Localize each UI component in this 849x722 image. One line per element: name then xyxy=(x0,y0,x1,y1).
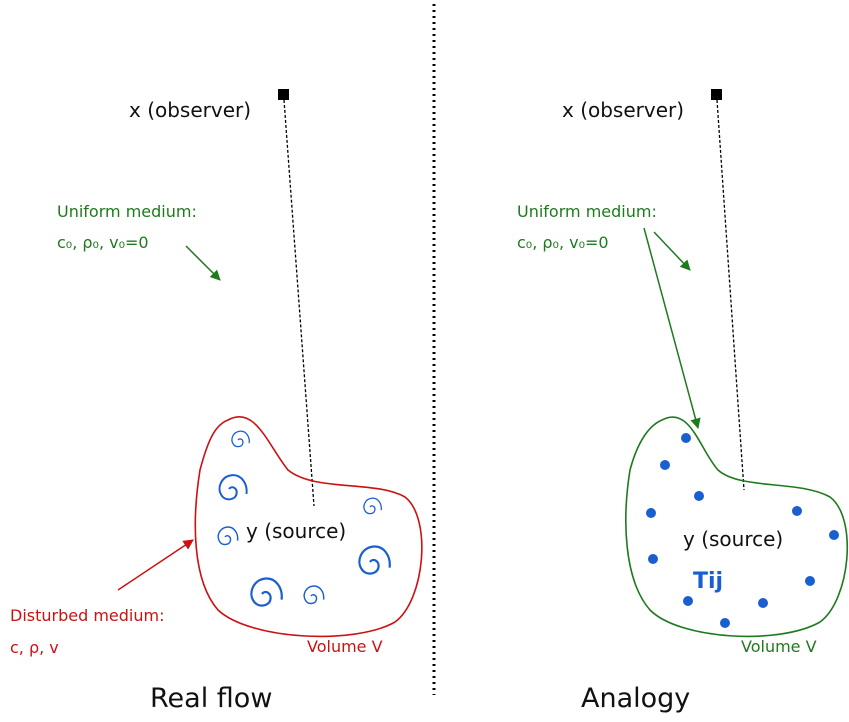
source-label: y (source) xyxy=(246,519,346,543)
quadrupole-source-dot-icon xyxy=(792,506,802,516)
observer-label: x (observer) xyxy=(562,98,684,122)
observer-source-line xyxy=(716,99,745,491)
spiral-eddy-icon xyxy=(217,526,239,546)
uniform-medium-title: Uniform medium: xyxy=(517,202,657,221)
source-label: y (source) xyxy=(683,527,783,551)
quadrupole-source-dot-icon xyxy=(829,530,839,540)
quadrupole-source-dot-icon xyxy=(720,618,730,628)
uniform-medium-params: c₀, ρ₀, v₀=0 xyxy=(57,233,149,252)
observer-marker xyxy=(711,89,722,100)
volume-boundary-disturbed xyxy=(194,416,423,638)
quadrupole-source-dot-icon xyxy=(683,596,693,606)
observer-label: x (observer) xyxy=(129,98,251,122)
quadrupole-source-dot-icon xyxy=(694,491,704,501)
uniform-medium-arrow xyxy=(185,245,221,281)
disturbed-medium-params: c, ρ, v xyxy=(10,638,59,657)
panel-caption: Analogy xyxy=(581,683,690,714)
spiral-eddy-icon xyxy=(303,585,325,605)
spiral-eddy-icon xyxy=(358,545,391,575)
uniform-medium-boundary-arrow xyxy=(643,227,701,430)
real-flow-panel: x (observer) Uniform medium: c₀, ρ₀, v₀=… xyxy=(10,89,423,714)
quadrupole-source-dot-icon xyxy=(681,433,691,443)
observer-marker xyxy=(278,89,289,100)
lighthill-tensor-label: Tij xyxy=(693,569,723,594)
disturbed-medium-title: Disturbed medium: xyxy=(10,606,164,625)
quadrupole-source-dot-icon xyxy=(758,598,768,608)
spiral-eddy-icon xyxy=(231,430,250,448)
spiral-eddy-icon xyxy=(250,577,283,607)
quadrupole-source-dot-icon xyxy=(646,508,656,518)
quadrupole-source-dot-icon xyxy=(660,460,670,470)
spiral-eddy-icon xyxy=(363,497,382,515)
volume-label: Volume V xyxy=(741,637,817,656)
quadrupole-source-dot-icon xyxy=(805,576,815,586)
uniform-medium-title: Uniform medium: xyxy=(57,202,197,221)
uniform-medium-arrow xyxy=(653,231,691,271)
volume-boundary-analogy xyxy=(625,416,848,638)
disturbed-medium-arrow xyxy=(117,539,194,591)
panel-caption: Real flow xyxy=(150,683,272,714)
analogy-panel: x (observer) Uniform medium: c₀, ρ₀, v₀=… xyxy=(517,89,848,714)
uniform-medium-params: c₀, ρ₀, v₀=0 xyxy=(517,233,609,252)
volume-label: Volume V xyxy=(307,637,383,656)
observer-source-line xyxy=(283,99,315,507)
quadrupole-source-dot-icon xyxy=(648,554,658,564)
spiral-eddy-icon xyxy=(218,474,248,501)
